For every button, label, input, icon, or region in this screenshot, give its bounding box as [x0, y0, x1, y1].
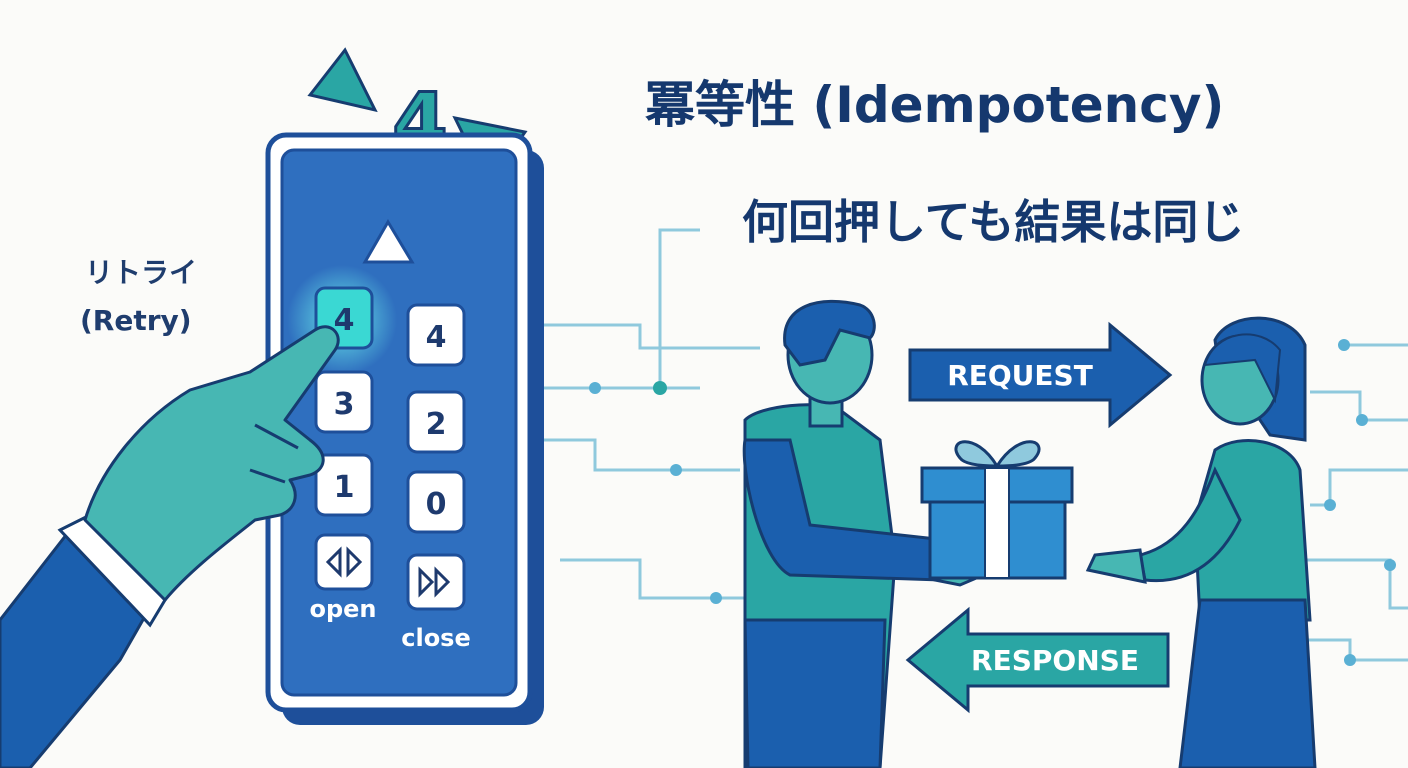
- svg-text:4: 4: [334, 303, 355, 338]
- floor-button-2[interactable]: 2: [406, 390, 466, 454]
- svg-text:3: 3: [334, 387, 355, 422]
- close-label: close: [401, 624, 471, 652]
- door-close-button[interactable]: [406, 553, 466, 611]
- floor-button-4[interactable]: 4: [406, 303, 466, 367]
- svg-text:0: 0: [426, 487, 447, 522]
- svg-text:1: 1: [334, 470, 355, 505]
- request-label: REQUEST: [947, 359, 1093, 392]
- response-arrow: RESPONSE: [905, 606, 1170, 714]
- gift-box: [920, 440, 1074, 580]
- response-label: RESPONSE: [971, 644, 1139, 677]
- open-label: open: [309, 595, 376, 623]
- requester-person: [742, 299, 997, 768]
- pressing-hand: [0, 325, 340, 768]
- responder-person: [1085, 316, 1317, 768]
- door-close-icon: [418, 566, 435, 598]
- retry-label-en: (Retry): [80, 304, 192, 337]
- request-arrow: REQUEST: [908, 321, 1173, 429]
- door-open-button[interactable]: [314, 533, 374, 591]
- floor-button-0[interactable]: 0: [406, 470, 466, 534]
- floor-button-1[interactable]: 1: [314, 453, 374, 517]
- up-triangle-icon: [307, 47, 378, 113]
- circuit-nodes: [589, 339, 1396, 666]
- elevator-panel: 4 4 3 2 1 0 open: [265, 132, 544, 725]
- svg-text:4: 4: [426, 320, 447, 355]
- circuit-lines: [540, 228, 1408, 662]
- door-open-icon: [325, 546, 342, 578]
- page-subtitle: 何回押しても結果は同じ: [742, 195, 1244, 249]
- svg-text:2: 2: [426, 407, 447, 442]
- retry-label-ja: リトライ: [85, 256, 197, 289]
- floor-button-3[interactable]: 3: [314, 370, 374, 434]
- panel-up-arrow-icon: [362, 219, 415, 264]
- page-title: 冪等性 (Idempotency): [645, 76, 1224, 134]
